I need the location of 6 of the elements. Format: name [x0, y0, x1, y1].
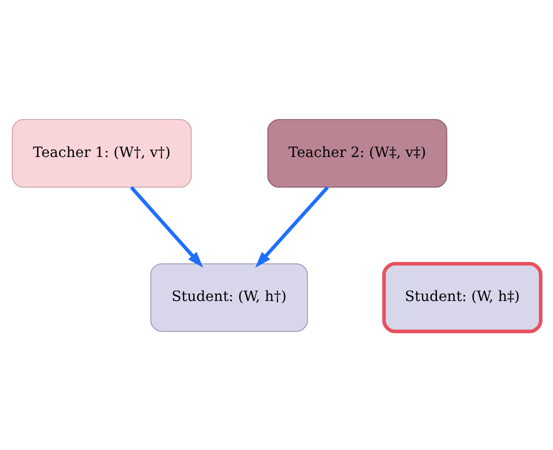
node-box: Student: (W, h†) [150, 262, 308, 332]
node-box: Student: (W, h‡) [382, 262, 542, 333]
node-box: Teacher 2: (W‡, v‡) [267, 118, 448, 188]
node-box: Teacher 1: (W†, v†) [12, 118, 192, 188]
arrow [255, 186, 329, 268]
arrow [130, 186, 204, 268]
